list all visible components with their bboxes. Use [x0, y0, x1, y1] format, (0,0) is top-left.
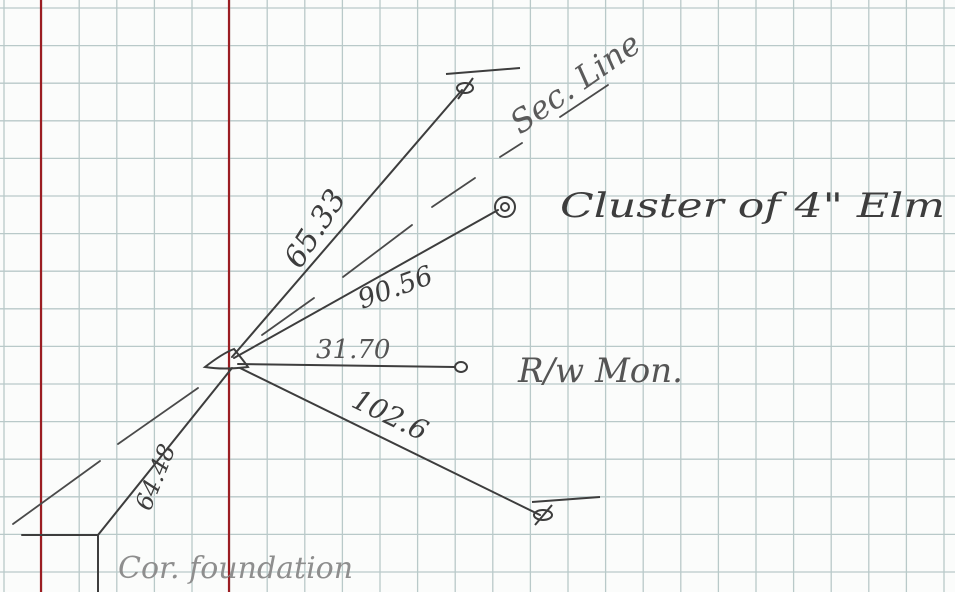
- elm-cluster-symbol: [494, 196, 516, 218]
- line-to-cor-foundation: [97, 367, 233, 536]
- label-cluster-of-elm: Cluster of 4" Elm: [560, 186, 945, 226]
- stake-icon: [456, 82, 474, 94]
- label-rw-monument: R/w Mon.: [517, 351, 683, 391]
- measurement-31-70: 31.70: [316, 335, 390, 365]
- stake-icon-bar-lower: [531, 496, 601, 503]
- line-to-elm-cluster: [233, 209, 499, 359]
- rw-monument-symbol: [454, 361, 468, 373]
- section-line-dashed: [12, 84, 609, 525]
- lower-stake-symbol: [531, 496, 601, 526]
- line-to-sec-line-stake: [231, 89, 463, 358]
- foundation-corner: [21, 534, 99, 592]
- line-to-rw-monument: [237, 363, 456, 368]
- monument-circle-icon: [454, 361, 468, 373]
- triangle-icon: [202, 347, 250, 370]
- origin-point: [202, 347, 250, 370]
- stake-icon: [533, 509, 553, 521]
- tree-cluster-icon: [494, 196, 516, 218]
- survey-lines: [21, 89, 541, 592]
- sec-line-stake-symbol: [445, 67, 521, 100]
- label-cor-foundation: Cor. foundation: [118, 551, 353, 586]
- stake-icon-bar: [445, 67, 521, 75]
- line-to-lower-stake: [239, 367, 541, 516]
